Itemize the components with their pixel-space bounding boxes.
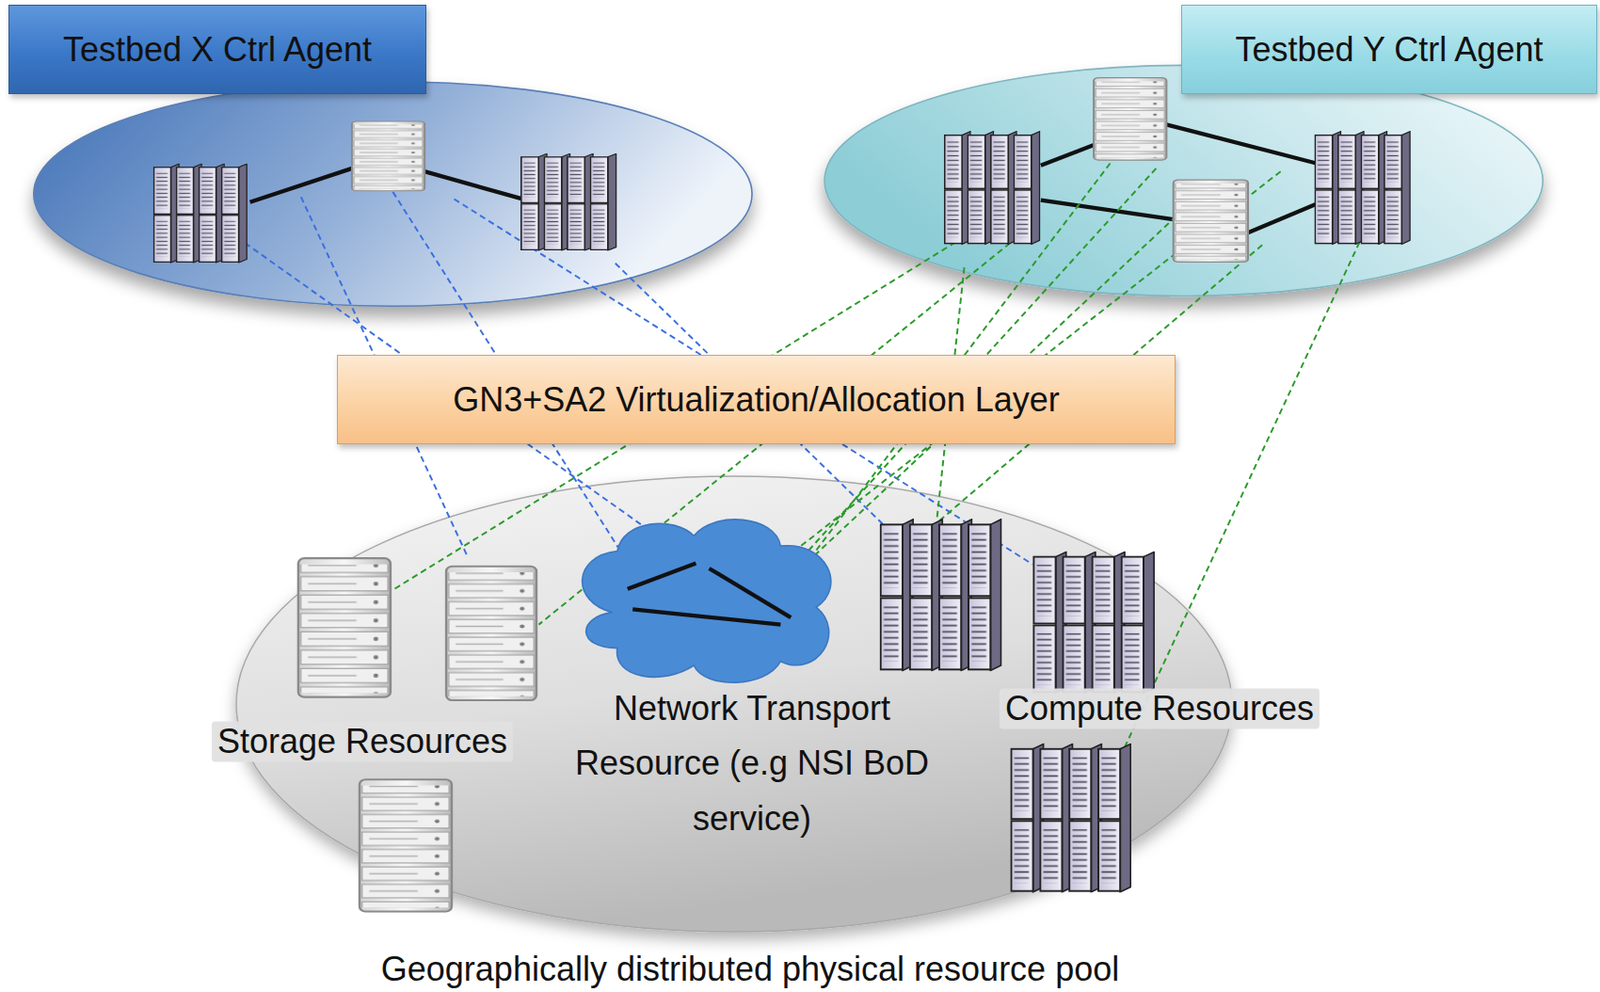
compute-cluster xyxy=(1033,552,1154,694)
section-label: Storage Resources xyxy=(211,720,513,762)
testbed-y-region xyxy=(824,64,1543,296)
box-label: Testbed Y Ctrl Agent xyxy=(1235,29,1544,70)
storage-server xyxy=(298,558,391,697)
storage-server xyxy=(359,779,452,912)
server-cluster xyxy=(1314,131,1410,245)
rack-server xyxy=(1093,78,1167,160)
server-cluster xyxy=(153,163,247,263)
control-agent-box: Testbed X Ctrl Agent xyxy=(8,4,427,95)
rack-server xyxy=(352,121,425,192)
testbed-x-region xyxy=(33,81,752,307)
box-label: GN3+SA2 Virtualization/Allocation Layer xyxy=(452,379,1060,420)
storage-server xyxy=(446,566,537,701)
section-label: Network Transport Resource (e.g NSI BoD … xyxy=(554,681,950,847)
box-label: Testbed X Ctrl Agent xyxy=(63,29,372,70)
testbed-y-mappings xyxy=(392,162,1373,768)
control-agent-box: Testbed Y Ctrl Agent xyxy=(1181,4,1598,95)
virtualization-layer-band: GN3+SA2 Virtualization/Allocation Layer xyxy=(336,354,1176,445)
network-cloud xyxy=(582,519,832,683)
pool-caption: Geographically distributed physical reso… xyxy=(381,948,1120,990)
section-label: Compute Resources xyxy=(999,688,1320,729)
compute-cluster xyxy=(1010,743,1131,892)
server-cluster xyxy=(944,131,1040,245)
rack-server xyxy=(1173,179,1248,262)
compute-cluster xyxy=(880,519,1002,671)
server-cluster xyxy=(521,153,617,251)
